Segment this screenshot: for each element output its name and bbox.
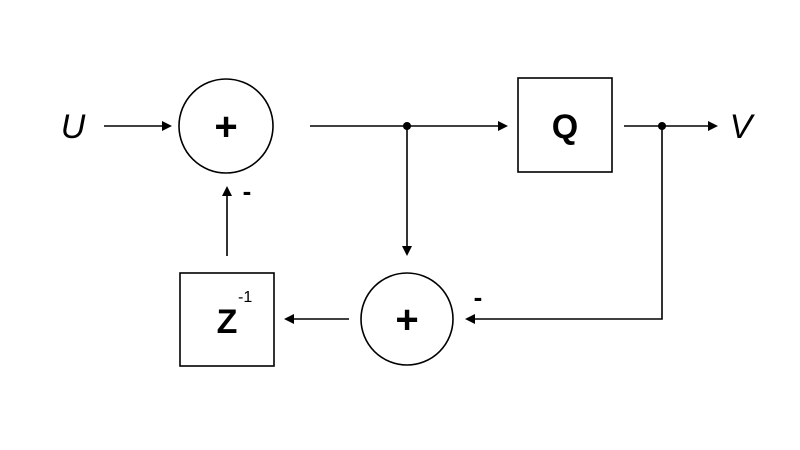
delay-input-arrowhead xyxy=(284,314,294,324)
delay-block xyxy=(179,272,275,367)
delay-label-base: Z xyxy=(217,303,238,341)
quantizer-block xyxy=(517,77,613,173)
bottom-summing-junction xyxy=(360,272,454,366)
bottom-sum-feedback-arrowhead xyxy=(465,314,475,324)
top-summing-junction-symbol: + xyxy=(214,105,237,149)
top-summing-junction xyxy=(178,78,274,174)
input-arrowhead xyxy=(162,121,172,131)
output-arrowhead xyxy=(708,121,718,131)
quantizer-input-arrowhead xyxy=(498,121,508,131)
top-sum-feedback-arrowhead xyxy=(222,186,232,196)
bottom-sum-input-arrowhead xyxy=(402,246,412,256)
top-feedback-sign: - xyxy=(243,176,252,206)
output-label: V xyxy=(730,108,756,146)
delay-label-exponent: -1 xyxy=(238,289,252,306)
bottom-summing-junction-symbol: + xyxy=(395,298,418,342)
input-label: U xyxy=(61,108,86,146)
bottom-feedback-sign: - xyxy=(474,282,483,312)
quantizer-label: Q xyxy=(552,108,578,146)
output-feedback-connector xyxy=(475,126,663,320)
